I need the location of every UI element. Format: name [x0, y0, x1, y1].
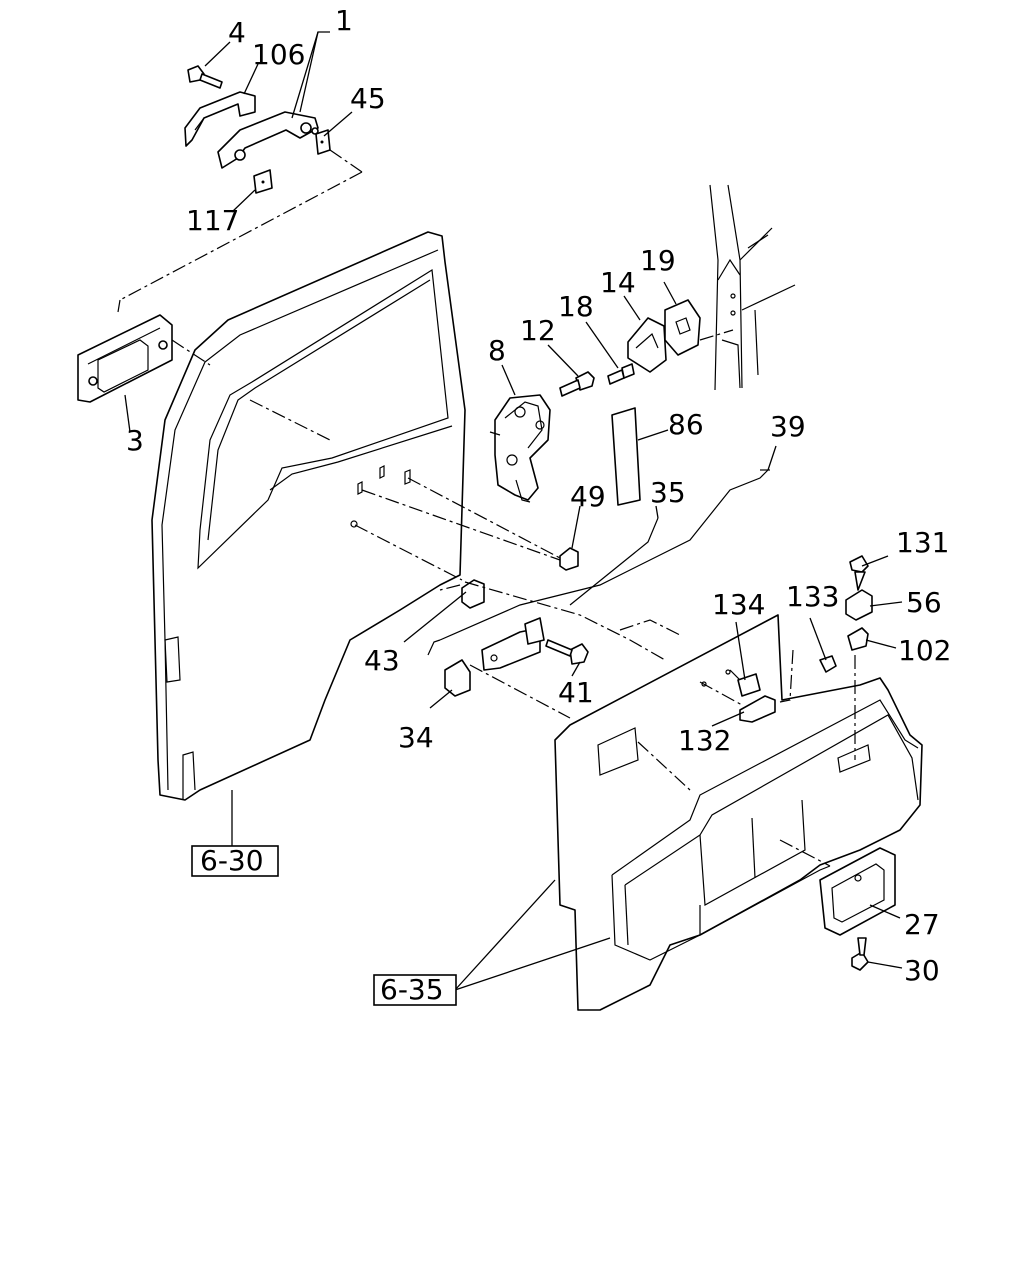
- callout-41: 41: [558, 676, 594, 709]
- leader-lines: [124, 31, 903, 991]
- screw-30: [851, 937, 869, 971]
- door-lock-8: [489, 394, 551, 503]
- section-ref-6-35: 6-35: [373, 973, 457, 1006]
- grab-handle-1: [217, 111, 319, 169]
- bolt-41: [545, 639, 589, 665]
- hinge-34: [444, 617, 545, 697]
- pad-117: [253, 169, 273, 194]
- callout-102: 102: [898, 634, 951, 667]
- bolt-4: [187, 65, 223, 89]
- callout-30: 30: [904, 954, 940, 987]
- callout-132: 132: [678, 724, 731, 757]
- pad-45: [315, 129, 331, 155]
- bracket-134: [737, 673, 761, 697]
- door-trim-panel: [554, 614, 923, 1011]
- callout-labels: 1 4 106 45 117 3 8 12 18 14 19 86 39 49 …: [126, 4, 951, 987]
- callout-106: 106: [252, 38, 305, 71]
- callout-45: 45: [350, 82, 386, 115]
- striker-14: [627, 317, 667, 373]
- screw-131: [849, 555, 869, 591]
- lock-rod-35: [569, 517, 659, 606]
- inner-door-handle-27: [819, 847, 896, 936]
- callout-19: 19: [640, 244, 676, 277]
- door-holes: [350, 465, 731, 687]
- callout-117: 117: [186, 204, 239, 237]
- section-ref-6-30: 6-30: [191, 844, 279, 877]
- callout-27: 27: [904, 908, 940, 941]
- callout-4: 4: [228, 16, 246, 49]
- callout-14: 14: [600, 266, 636, 299]
- rod-clip-43: [461, 579, 485, 609]
- body-pillar: [709, 184, 796, 391]
- callout-34: 34: [398, 721, 434, 754]
- callout-39: 39: [770, 410, 806, 443]
- callout-8: 8: [488, 334, 506, 367]
- bolt-12: [559, 371, 595, 397]
- bracket-132: [739, 695, 776, 723]
- callout-3: 3: [126, 424, 144, 457]
- callout-12: 12: [520, 314, 556, 347]
- clip-102: [847, 627, 869, 651]
- callout-1: 1: [335, 4, 353, 37]
- outer-door-handle-3: [77, 314, 173, 403]
- callout-35: 35: [650, 476, 686, 509]
- screw-18: [607, 363, 635, 385]
- callout-134: 134: [712, 588, 765, 621]
- screw-133: [819, 655, 837, 673]
- remote-rod-39: [427, 469, 769, 656]
- clip-49: [559, 547, 579, 571]
- section-ref-6-35-label: 6-35: [380, 973, 444, 1006]
- callout-133: 133: [786, 580, 839, 613]
- grab-handle-base-106: [184, 91, 256, 147]
- plate-19: [664, 299, 701, 356]
- section-ref-6-30-label: 6-30: [200, 844, 264, 877]
- callout-131: 131: [896, 526, 949, 559]
- door-outer-panel: [151, 231, 466, 801]
- assembly-lines: [117, 149, 856, 867]
- callout-86: 86: [668, 408, 704, 441]
- callout-56: 56: [906, 586, 942, 619]
- callout-49: 49: [570, 480, 606, 513]
- callout-18: 18: [558, 290, 594, 323]
- seal-strip-86: [611, 407, 641, 506]
- callout-43: 43: [364, 644, 400, 677]
- cap-56: [845, 589, 873, 621]
